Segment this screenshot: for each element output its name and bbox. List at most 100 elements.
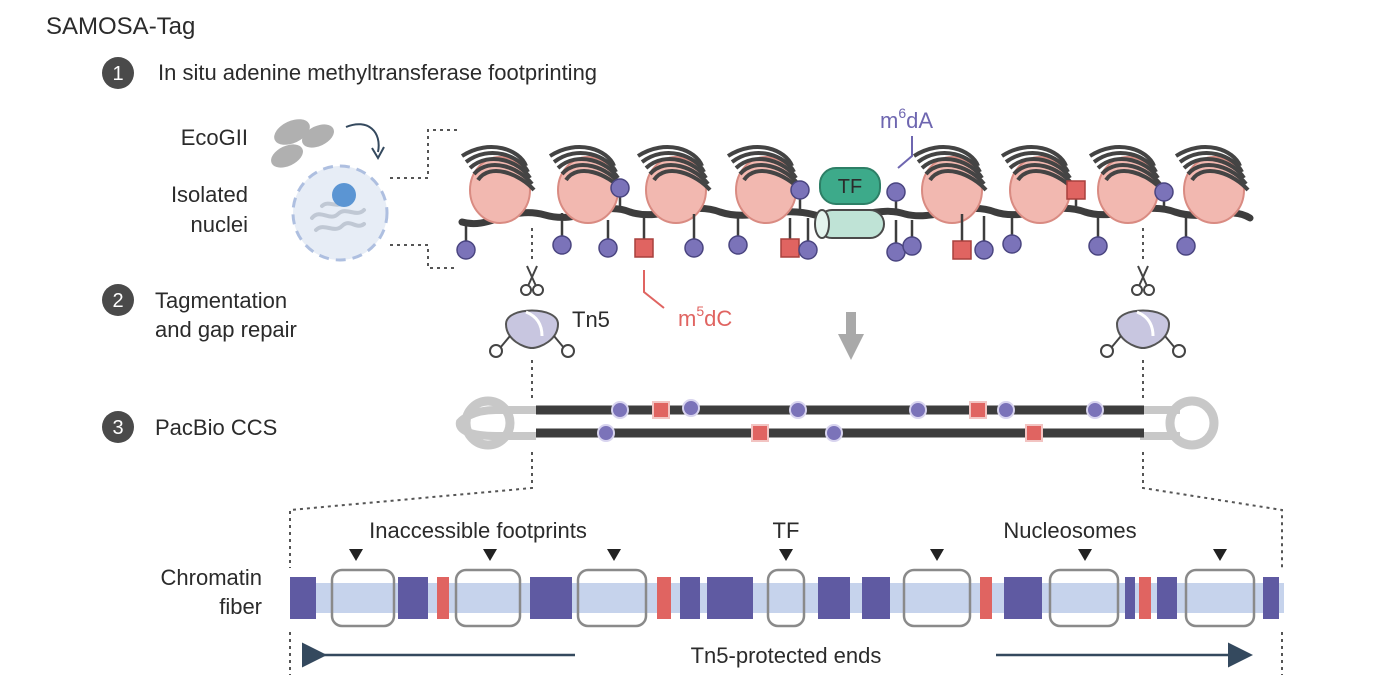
m6da-mark — [610, 178, 630, 198]
figure-title: SAMOSA-Tag — [46, 13, 195, 40]
step-3-circle — [102, 411, 134, 443]
footprint-marker — [1213, 549, 1227, 561]
nucleosome — [1088, 145, 1164, 224]
step-1-number: 1 — [112, 63, 123, 85]
step-3-label: PacBio CCS — [155, 415, 277, 440]
ccs-methylation-marks — [597, 399, 1104, 442]
step-2-label-line2: and gap repair — [155, 317, 297, 342]
m6da-mark — [1088, 236, 1108, 256]
footprint-marker — [779, 549, 793, 561]
nucleus-icon — [291, 164, 389, 262]
nucleosome — [726, 145, 802, 224]
m5dc-annotation: m5dC — [643, 270, 732, 331]
m5dc-label: m5dC — [678, 303, 732, 331]
accessible-block — [398, 577, 428, 619]
m6da-mark — [825, 424, 843, 442]
step-1-circle — [102, 57, 134, 89]
tn5-icon — [1100, 309, 1186, 358]
nucleosome — [912, 145, 988, 224]
footprint-box — [766, 568, 806, 628]
m6da-mark — [909, 401, 927, 419]
accessible-block — [1125, 577, 1135, 619]
step-2-label-line1: Tagmentation — [155, 288, 287, 313]
m6da-mark — [684, 238, 704, 258]
footprint-box — [1184, 568, 1256, 628]
m5dc-mark — [652, 401, 670, 419]
m5dc-block — [980, 577, 992, 619]
inaccessible-footprints-label: Inaccessible footprints — [369, 518, 587, 543]
m5dc-mark — [952, 240, 972, 260]
accessible-block — [680, 577, 700, 619]
down-arrow-icon — [838, 312, 864, 360]
nucleosome — [1174, 145, 1250, 224]
m6da-label: m6dA — [880, 105, 933, 133]
step-1-label: In situ adenine methyltransferase footpr… — [158, 60, 597, 85]
step-3-number: 3 — [112, 417, 123, 439]
footprint-box — [454, 568, 522, 628]
chromatin-label-line2: fiber — [219, 594, 262, 619]
m6da-mark — [611, 401, 629, 419]
accessible-block — [818, 577, 850, 619]
footprint-box — [1048, 568, 1120, 628]
m5dc-mark — [751, 424, 769, 442]
accessible-block — [707, 577, 753, 619]
accessible-block — [1157, 577, 1177, 619]
m6da-mark — [798, 240, 818, 260]
m6da-mark — [552, 235, 572, 255]
m6da-mark — [789, 401, 807, 419]
m6da-mark — [1154, 182, 1174, 202]
step-2: 2 Tagmentation and gap repair — [102, 284, 297, 342]
step-2-circle — [102, 284, 134, 316]
footprint-box — [330, 568, 396, 628]
m5dc-mark — [780, 238, 800, 258]
ecogii-label: EcoGII — [181, 125, 248, 150]
m6da-annotation: m6dA — [880, 105, 933, 169]
m6da-mark — [790, 180, 810, 200]
m5dc-block — [657, 577, 671, 619]
accessible-block — [1263, 577, 1279, 619]
m6da-mark — [997, 401, 1015, 419]
step-1: 1 In situ adenine methyltransferase foot… — [102, 57, 597, 89]
zoom-lines-top — [390, 129, 458, 269]
m6da-mark — [1176, 236, 1196, 256]
m6da-mark — [1086, 401, 1104, 419]
tn5-protected-ends-label: Tn5-protected ends — [691, 643, 882, 668]
footprint-box — [902, 568, 972, 628]
tn5-icon — [489, 309, 575, 358]
tf-track-label: TF — [773, 518, 800, 543]
tf-label: TF — [838, 176, 862, 198]
m6da-mark — [598, 238, 618, 258]
m6da-mark — [456, 240, 476, 260]
m6da-mark — [682, 399, 700, 417]
m6da-mark — [974, 240, 994, 260]
nucleosomes-label: Nucleosomes — [1003, 518, 1136, 543]
footprint-marker — [607, 549, 621, 561]
m5dc-mark — [969, 401, 987, 419]
tf-complex: TF — [814, 167, 885, 239]
scissors-icon — [1131, 265, 1155, 296]
step-3: 3 PacBio CCS — [102, 411, 277, 443]
m6da-mark — [1002, 234, 1022, 254]
m6da-mark — [902, 236, 922, 256]
footprint-box — [576, 568, 648, 628]
footprint-marker — [349, 549, 363, 561]
m5dc-mark — [1025, 424, 1043, 442]
ecogii-icon — [271, 119, 385, 168]
m6da-mark — [728, 235, 748, 255]
accessible-block — [530, 577, 572, 619]
footprint-marker — [483, 549, 497, 561]
zoom-lines-bottom — [289, 452, 1283, 675]
chromatin-label-line1: Chromatin — [161, 565, 262, 590]
footprint-marker — [1078, 549, 1092, 561]
isolated-label-line1: Isolated — [171, 182, 248, 207]
m5dc-block — [437, 577, 449, 619]
nucleosome — [460, 145, 536, 224]
step-2-number: 2 — [112, 290, 123, 312]
scissors-icon — [520, 265, 544, 296]
methylation-marks — [456, 178, 1196, 262]
footprint-marker — [930, 549, 944, 561]
isolated-label-line2: nuclei — [191, 212, 248, 237]
accessible-block — [862, 577, 890, 619]
m5dc-block — [1139, 577, 1151, 619]
